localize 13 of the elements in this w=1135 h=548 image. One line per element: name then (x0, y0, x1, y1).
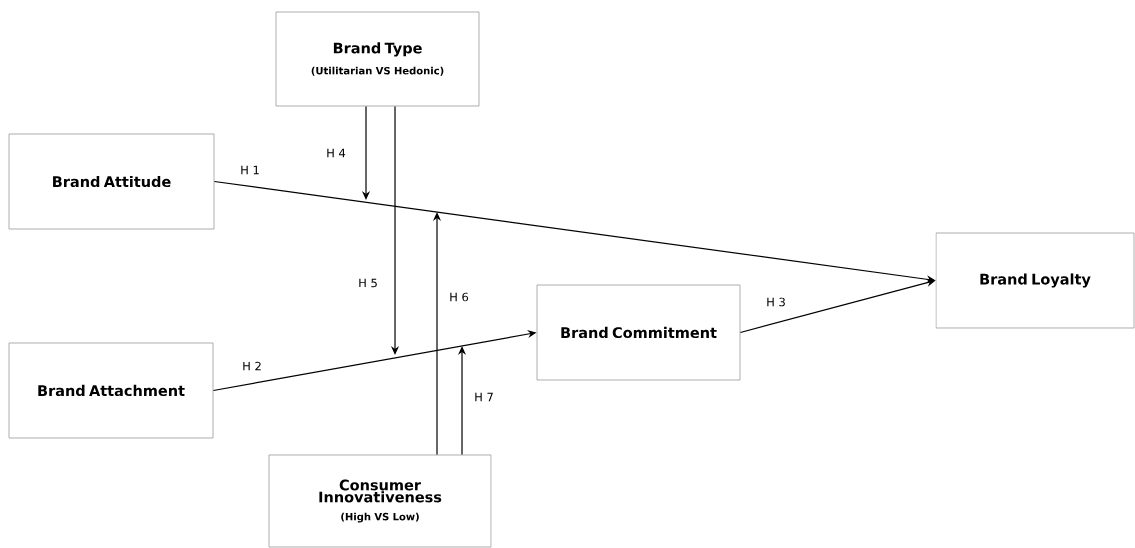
moderator-box: Brand Type (Utilitarian VS Hedonic) (275, 11, 480, 107)
moderator-box: Consumer Innovativeness (High VS Low) (268, 454, 492, 548)
construct-box: Brand Attitude (8, 133, 215, 230)
edge-label: H 4 (325, 147, 347, 159)
edge-label: H 3 (765, 296, 787, 308)
edge-label: H 7 (473, 391, 495, 403)
construct-box: Brand Loyalty (935, 232, 1135, 329)
edge-label: H 6 (448, 291, 470, 303)
construct-box: Brand Commitment (536, 284, 741, 381)
edge-label: H 1 (239, 164, 261, 176)
construct-box: Brand Attachment (8, 342, 214, 439)
edge-label: H 5 (357, 277, 379, 289)
edge-label: H 2 (241, 360, 263, 372)
